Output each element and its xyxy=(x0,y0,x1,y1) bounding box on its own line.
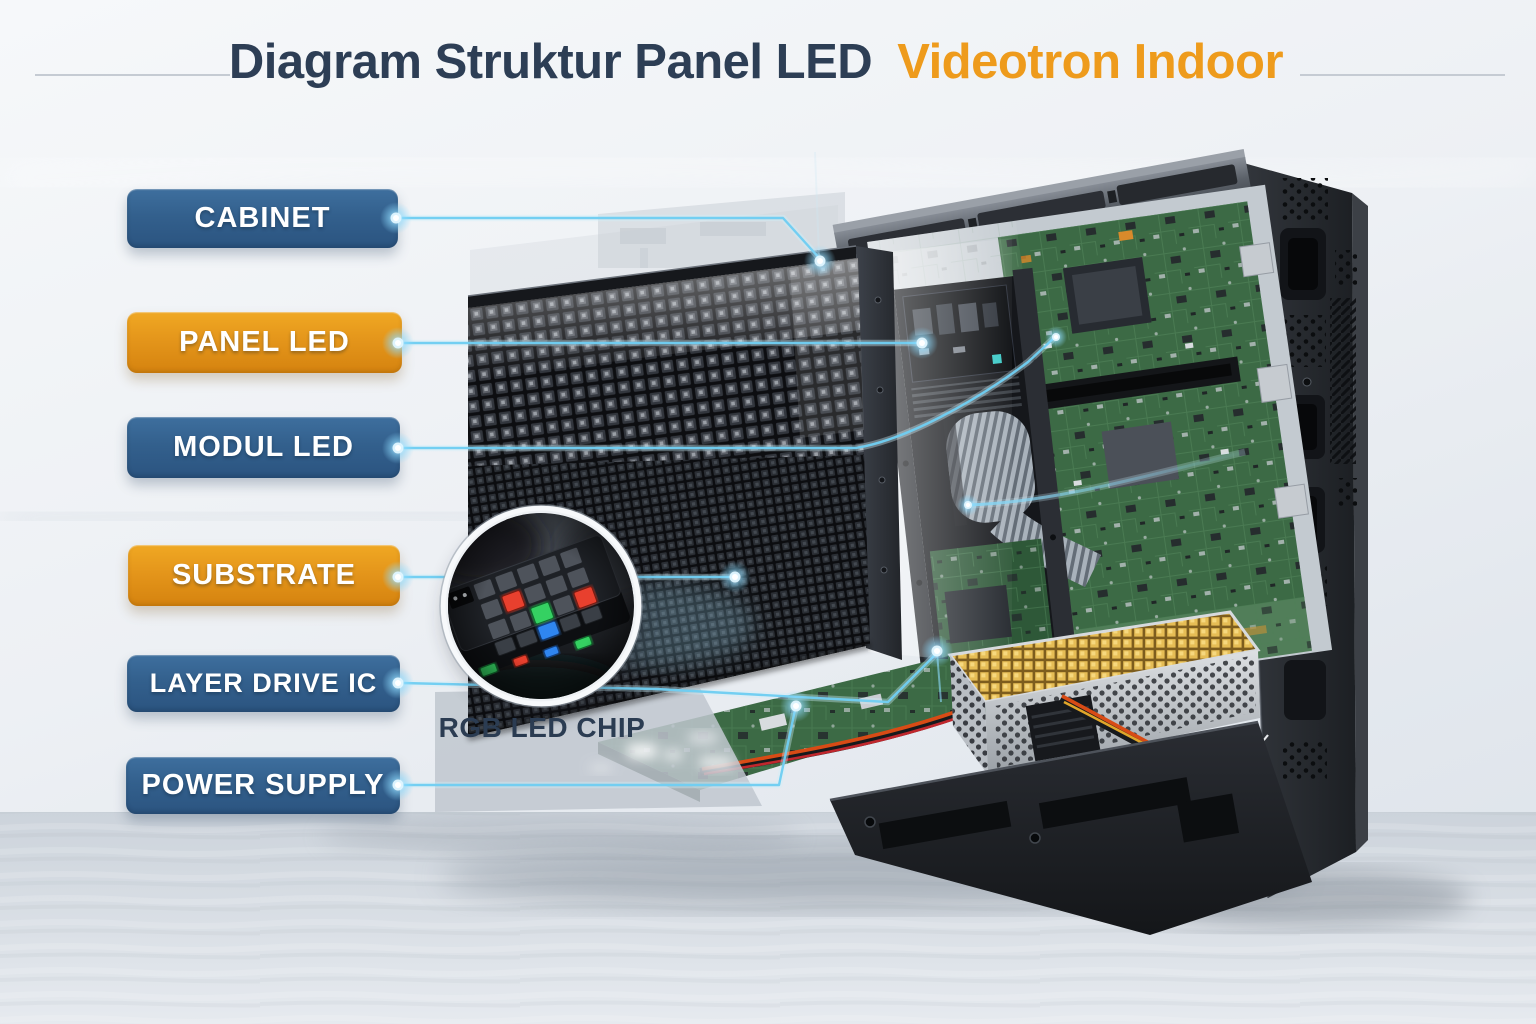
led-panel xyxy=(467,245,902,741)
title-main: Diagram Struktur Panel LED xyxy=(228,35,873,89)
line-cabinet xyxy=(398,216,823,262)
label-panel-led: PANEL LED xyxy=(127,312,402,373)
title-accent: Videotron Indoor xyxy=(897,35,1284,89)
rgb-led-chip-inset xyxy=(439,504,645,715)
label-cabinet: CABINET xyxy=(127,189,398,248)
label-power-supply: POWER SUPPLY xyxy=(126,757,400,814)
label-substrate-text: SUBSTRATE xyxy=(171,559,357,591)
label-modul-led: MODUL LED xyxy=(127,417,400,478)
line-modul-led xyxy=(400,336,1056,450)
bottom-assembly xyxy=(435,610,1312,935)
line-power-supply xyxy=(398,708,797,787)
inset-caption: RGB LED CHIP xyxy=(438,712,646,743)
title-rule-right xyxy=(1300,74,1505,76)
title-rule-left xyxy=(35,74,230,76)
label-panel-led-text: PANEL LED xyxy=(179,326,350,358)
label-cabinet-text: CABINET xyxy=(194,202,331,234)
label-layer-drive-ic: LAYER DRIVE IC xyxy=(127,655,400,712)
page-title: Diagram Struktur Panel LED Videotron Ind… xyxy=(0,34,1512,90)
label-modul-led-text: MODUL LED xyxy=(173,431,354,463)
label-layer-drive-ic-text: LAYER DRIVE IC xyxy=(149,668,378,698)
line-interior-swoosh xyxy=(967,450,1246,507)
cabinet-vertical-guide xyxy=(814,151,820,257)
ghost-frame xyxy=(470,192,845,308)
label-power-supply-text: POWER SUPPLY xyxy=(141,769,385,801)
label-substrate: SUBSTRATE xyxy=(128,545,400,606)
